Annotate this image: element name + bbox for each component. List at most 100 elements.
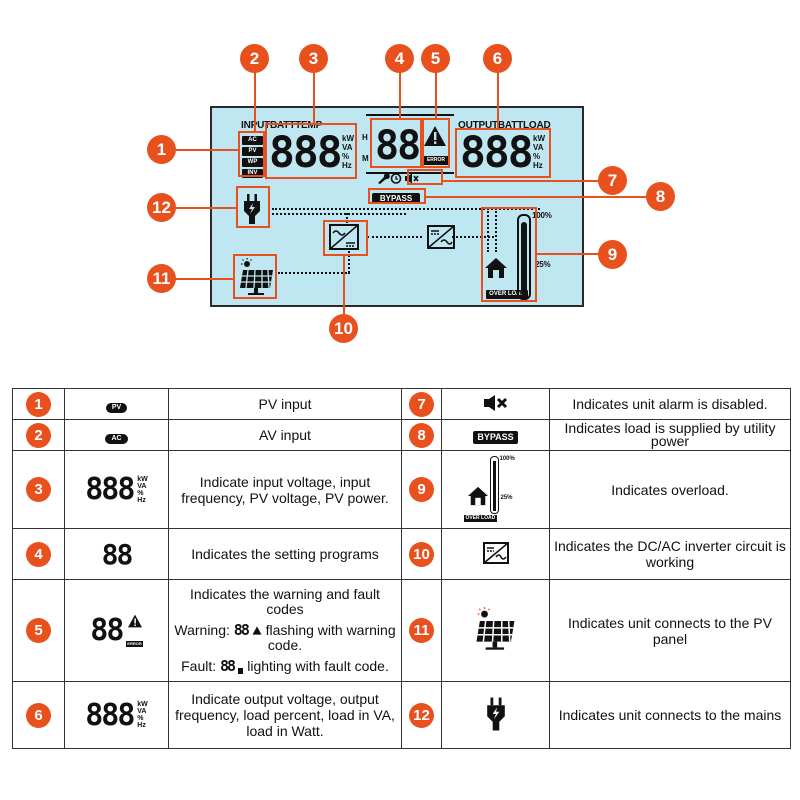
legend-num-11: 11 [409,618,434,643]
legend-num-8: 8 [409,422,434,448]
lead-10 [343,256,345,316]
status-icons [378,173,419,184]
flow-line-right [487,208,489,252]
output-digits-icon: 888 [85,697,135,733]
error-warning-icon: ERROR [126,614,143,647]
warning-digits-icon: 88 [90,613,124,648]
h-mark: H [362,133,368,142]
table-row: 4 88 Indicates the setting programs 10 I… [12,528,791,580]
lead-7 [443,180,600,182]
overload-icon: 100% 25% OVER LOAD [463,455,515,522]
mains-plug-icon [244,194,260,224]
output-label: OUTPUTBATTLOAD [458,120,551,131]
legend-desc-12: Indicates unit connects to the mains [549,681,791,749]
lead-2 [254,70,256,132]
load-25: 25% [535,260,551,269]
top-bracket [366,114,454,116]
flow-line-mid2 [452,236,494,238]
table-row: 2 AC AV input 8 BYPASS Indicates load is… [12,419,791,451]
solar-panel-icon [240,258,273,295]
legend-num-2: 2 [26,422,51,448]
callout-10: 10 [329,314,358,343]
legend-num-12: 12 [409,702,434,728]
table-row: 1 PV PV input 7 Indicates unit alarm is … [12,388,791,420]
highlight-12 [236,186,270,228]
tag-pv: PV [242,147,263,156]
legend-num-3: 3 [26,477,51,502]
lead-9 [537,253,600,255]
setting-digits-icon: 88 [101,537,134,571]
pv-tag-icon: PV [105,402,128,413]
home-load-icon [485,258,507,278]
lead-8 [426,196,648,198]
highlight-4 [370,118,422,168]
legend-table: 1 PV PV input 7 Indicates unit alarm is … [12,388,791,749]
bypass-tag-icon: BYPASS [473,430,518,444]
warning-icon [424,126,446,146]
inverter-acdc-icon [427,225,455,249]
highlight-6 [455,128,551,178]
legend-desc-2: AV input [168,419,402,451]
highlight-3 [265,123,357,179]
table-row: 5 88 ERROR Indicates the warning and fau… [12,579,791,682]
legend-desc-9: Indicates overload. [549,450,791,529]
legend-desc-10: Indicates the DC/AC inverter circuit is … [549,528,791,580]
flow-line-solar [278,272,350,274]
flow-line-right2 [495,208,497,252]
callout-9: 9 [598,240,627,269]
lead-4 [399,70,401,118]
legend-num-1: 1 [26,391,51,417]
highlight-10 [323,220,368,256]
callout-4: 4 [385,44,414,73]
legend-num-6: 6 [26,702,51,728]
highlight-11 [233,254,277,299]
lead-5 [435,70,437,118]
bypass-tag: BYPASS [372,193,420,204]
callout-2: 2 [240,44,269,73]
legend-num-9: 9 [409,477,434,502]
bottom-bracket [366,172,454,174]
lead-3 [313,70,315,124]
load-100: 100% [532,211,552,220]
lead-1 [176,149,238,151]
tag-wp: WP [242,158,263,167]
mains-plug-icon [486,697,505,730]
inverter-icon [482,541,509,564]
output-digits: 888 [460,128,534,178]
highlight-9 [481,207,537,302]
lead-6 [497,70,499,128]
callout-5: 5 [421,44,450,73]
setting-digits: 88 [375,123,421,169]
mute-icon [483,394,507,411]
legend-desc-1: PV input [168,388,402,420]
input-digits-icon: 888 [85,472,135,507]
callout-8: 8 [646,182,675,211]
legend-desc-11: Indicates unit connects to the PV panel [549,579,791,682]
load-bar-fill [521,222,527,296]
flow-line-solar-up [348,251,350,273]
callout-11: 11 [147,264,176,293]
callout-3: 3 [299,44,328,73]
callout-7: 7 [598,166,627,195]
legend-desc-7: Indicates unit alarm is disabled. [549,388,791,420]
inverter-dcac-icon [329,224,359,250]
callout-6: 6 [483,44,512,73]
flow-line-mid [367,236,422,238]
lcd-display: INPUTBATTTEMP OUTPUTBATTLOAD AC PV WP IN… [210,106,584,307]
flow-line-drop [346,213,348,223]
input-label: INPUTBATTTEMP [241,120,323,131]
legend-desc-8: Indicates load is supplied by utility po… [549,419,791,451]
highlight-8 [368,188,426,204]
legend-desc-3: Indicate input voltage, input frequency,… [168,450,402,529]
highlight-1 [238,131,265,177]
input-digits: 888 [269,128,343,178]
error-tag: ERROR [423,156,449,165]
overload-tag: OVER LOAD [486,290,528,299]
legend-desc-6: Indicate output voltage, output frequenc… [168,681,402,749]
